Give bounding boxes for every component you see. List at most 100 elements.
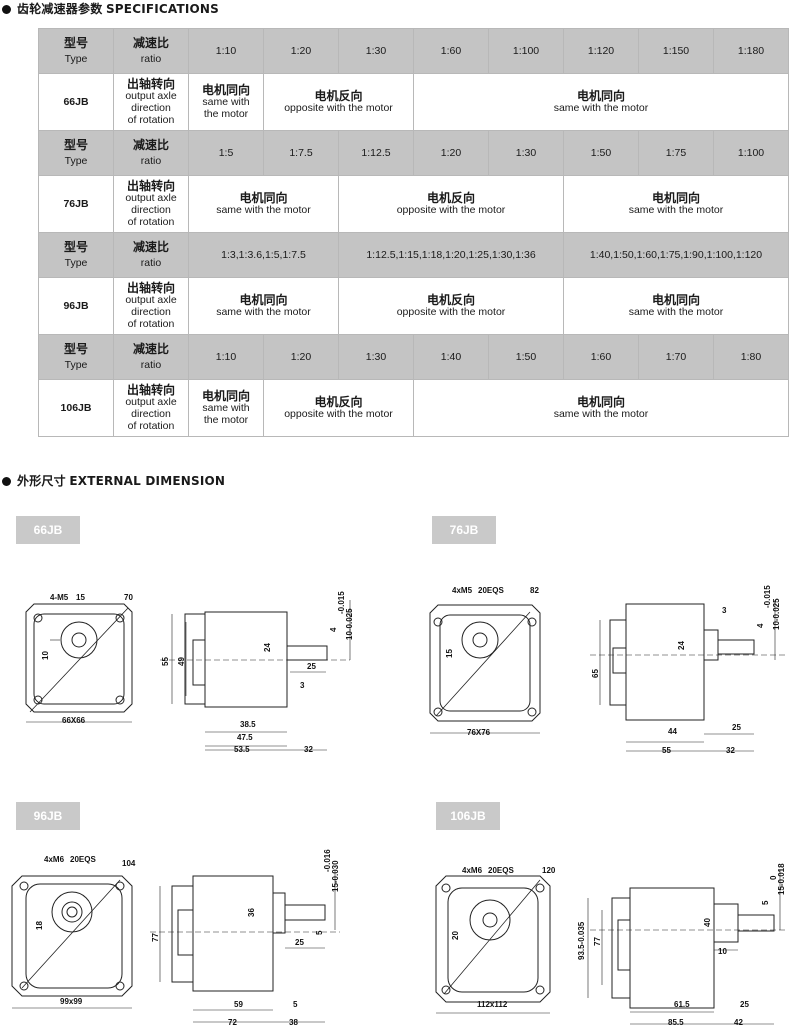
dim-label: 93.5-0.035 <box>577 921 586 960</box>
ratio-cell: 1:12.5,1:15,1:18,1:20,1:25,1:30,1:36 <box>338 232 564 278</box>
dim-label: 82 <box>530 586 539 595</box>
drawing-76-front <box>429 604 541 734</box>
dim-label: 5 <box>761 900 770 905</box>
ratio-cell: 1:70 <box>638 334 714 380</box>
model-cell: 106JB <box>38 379 114 437</box>
ratio-cell: 1:100 <box>488 28 564 74</box>
dim-label: 65 <box>591 669 600 678</box>
dim-label: 112x112 <box>477 1000 508 1009</box>
ratio-cell: 1:80 <box>713 334 789 380</box>
dim-label: 49 <box>177 657 186 666</box>
ratio-cell: 1:120 <box>563 28 639 74</box>
ratio-cell: 1:60 <box>413 28 489 74</box>
dim-label: 5 <box>315 930 324 935</box>
dim-label: 104 <box>122 859 136 868</box>
ratio-cell: 1:30 <box>338 334 414 380</box>
dim-label: 36 <box>247 908 256 917</box>
drawing-tab-76: 76JB <box>432 516 496 544</box>
dim-label: 24 <box>263 643 272 652</box>
ratio-cell: 1:150 <box>638 28 714 74</box>
ratio-cell: 1:3,1:3.6,1:5,1:7.5 <box>188 232 339 278</box>
dim-label: 15-0.030 <box>331 860 340 892</box>
dim-label: 24 <box>677 641 686 650</box>
dim-label: 53.5 <box>234 745 250 754</box>
dim-label: 20 <box>451 931 460 940</box>
model-cell: 96JB <box>38 277 114 335</box>
drawing-66-side <box>160 600 351 751</box>
ratio-cell: 1:100 <box>713 130 789 176</box>
spec-section-title: 齿轮减速器参数 SPECIFICATIONS <box>2 0 219 17</box>
drawing-tab-106: 106JB <box>436 802 500 830</box>
dimension-labels: 4-M5 15 70 66X66 10 55 49 24 25 3 4 -0.0… <box>35 585 786 1027</box>
dim-label: 20EQS <box>70 855 96 864</box>
drawing-66-front <box>25 603 133 723</box>
dim-label: 15 <box>76 593 85 602</box>
dim-label: 25 <box>732 723 741 732</box>
dim-label: -0.015 <box>337 591 346 614</box>
dim-label: 20EQS <box>488 866 514 875</box>
dim-label: 32 <box>304 745 313 754</box>
dimension-section-title: 外形尺寸 EXTERNAL DIMENSION <box>2 472 225 489</box>
dim-label: 10-0.025 <box>772 598 781 630</box>
dim-label: 5 <box>293 1000 298 1009</box>
drawing-96-side <box>150 870 340 1023</box>
dim-label: 18 <box>35 921 44 930</box>
dim-label: 3 <box>300 681 305 690</box>
dim-label: 4 <box>756 623 765 628</box>
dim-label: 99x99 <box>60 997 83 1006</box>
ratio-cell: 1:40,1:50,1:60,1:75,1:90,1:100,1:120 <box>563 232 789 278</box>
dim-label: 59 <box>234 1000 243 1009</box>
dim-label: 32 <box>726 746 735 755</box>
ratio-cell: 1:5 <box>188 130 264 176</box>
dim-label: 4xM5 <box>452 586 473 595</box>
dim-label: 47.5 <box>237 733 253 742</box>
drawing-tab-66: 66JB <box>16 516 80 544</box>
dim-label: 77 <box>151 933 160 942</box>
ratio-cell: 1:180 <box>713 28 789 74</box>
ratio-cell: 1:12.5 <box>338 130 414 176</box>
dim-label: 120 <box>542 866 556 875</box>
dim-label: 42 <box>734 1018 743 1027</box>
ratio-cell: 1:50 <box>488 334 564 380</box>
drawing-tab-96: 96JB <box>16 802 80 830</box>
dim-label: 55 <box>662 746 671 755</box>
ratio-cell: 1:20 <box>413 130 489 176</box>
dim-label: 0 <box>769 875 778 880</box>
dim-label: 15-0.018 <box>777 863 786 895</box>
dim-label: 38.5 <box>240 720 256 729</box>
dim-label: 76X76 <box>467 728 491 737</box>
dim-label: 3 <box>722 606 727 615</box>
dim-label: 10 <box>41 651 50 660</box>
dim-label: 25 <box>740 1000 749 1009</box>
model-cell: 66JB <box>38 73 114 131</box>
drawing-76-side <box>590 600 785 752</box>
dim-label: 4-M5 <box>50 593 69 602</box>
dim-label: 25 <box>307 662 316 671</box>
dim-label: 38 <box>289 1018 298 1027</box>
